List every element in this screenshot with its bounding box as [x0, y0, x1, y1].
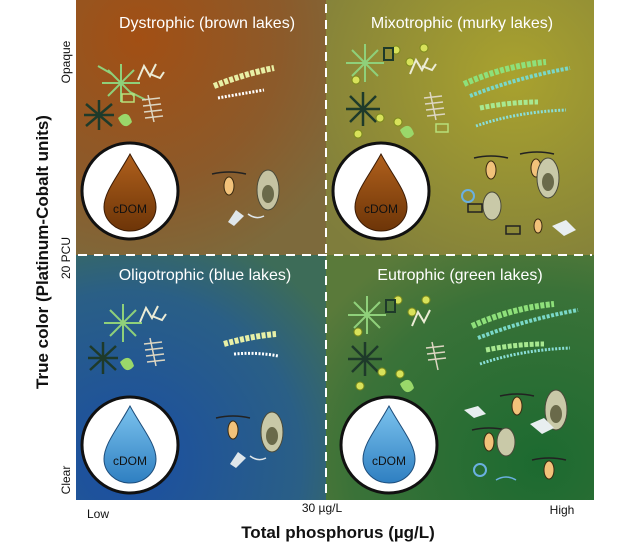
cdom-badge-oligotrophic: cDOM — [80, 395, 180, 495]
cdom-badge-eutrophic: cDOM — [339, 395, 439, 495]
zooplankton-group-mixotrophic — [461, 151, 576, 236]
x-axis-label-mid: 30 µg/L — [302, 501, 343, 515]
filament-cluster-mixotrophic — [462, 59, 571, 128]
zooplankton-group-oligotrophic — [215, 411, 284, 468]
zooplankton-group-eutrophic — [464, 389, 568, 481]
cdom-label-dystrophic: cDOM — [113, 202, 147, 216]
filament-cluster-dystrophic — [212, 65, 275, 100]
quadrant-title-mixotrophic: Mixotrophic (murky lakes) — [371, 15, 553, 32]
quadrant-title-oligotrophic: Oligotrophic (blue lakes) — [119, 267, 292, 284]
cdom-label-eutrophic: cDOM — [372, 454, 406, 468]
phytoplankton-cluster-mixotrophic — [346, 43, 449, 139]
y-axis-label-mid: 20 PCU — [59, 237, 73, 279]
filament-cluster-eutrophic — [470, 301, 579, 366]
cdom-label-mixotrophic: cDOM — [364, 202, 398, 216]
phytoplankton-cluster-eutrophic — [348, 295, 447, 393]
cdom-label-oligotrophic: cDOM — [113, 454, 147, 468]
cdom-badge-mixotrophic: cDOM — [331, 141, 431, 241]
cdom-badge-dystrophic: cDOM — [80, 141, 180, 241]
y-axis-title: True color (Platinum-Cobalt units) — [33, 115, 52, 389]
x-axis-title: Total phosphorus (µg/L) — [241, 523, 435, 542]
quadrant-title-eutrophic: Eutrophic (green lakes) — [377, 267, 542, 284]
x-axis-label-low: Low — [87, 507, 109, 521]
y-axis-label-bottom: Clear — [59, 466, 73, 495]
y-axis-label-top: Opaque — [59, 40, 73, 83]
phytoplankton-cluster-dystrophic — [84, 63, 165, 130]
filament-cluster-oligotrophic — [223, 331, 279, 358]
quadrant-title-dystrophic: Dystrophic (brown lakes) — [119, 15, 295, 32]
phytoplankton-cluster-oligotrophic — [88, 304, 167, 374]
zooplankton-group-dystrophic — [211, 169, 280, 226]
x-axis-label-high: High — [550, 503, 575, 517]
